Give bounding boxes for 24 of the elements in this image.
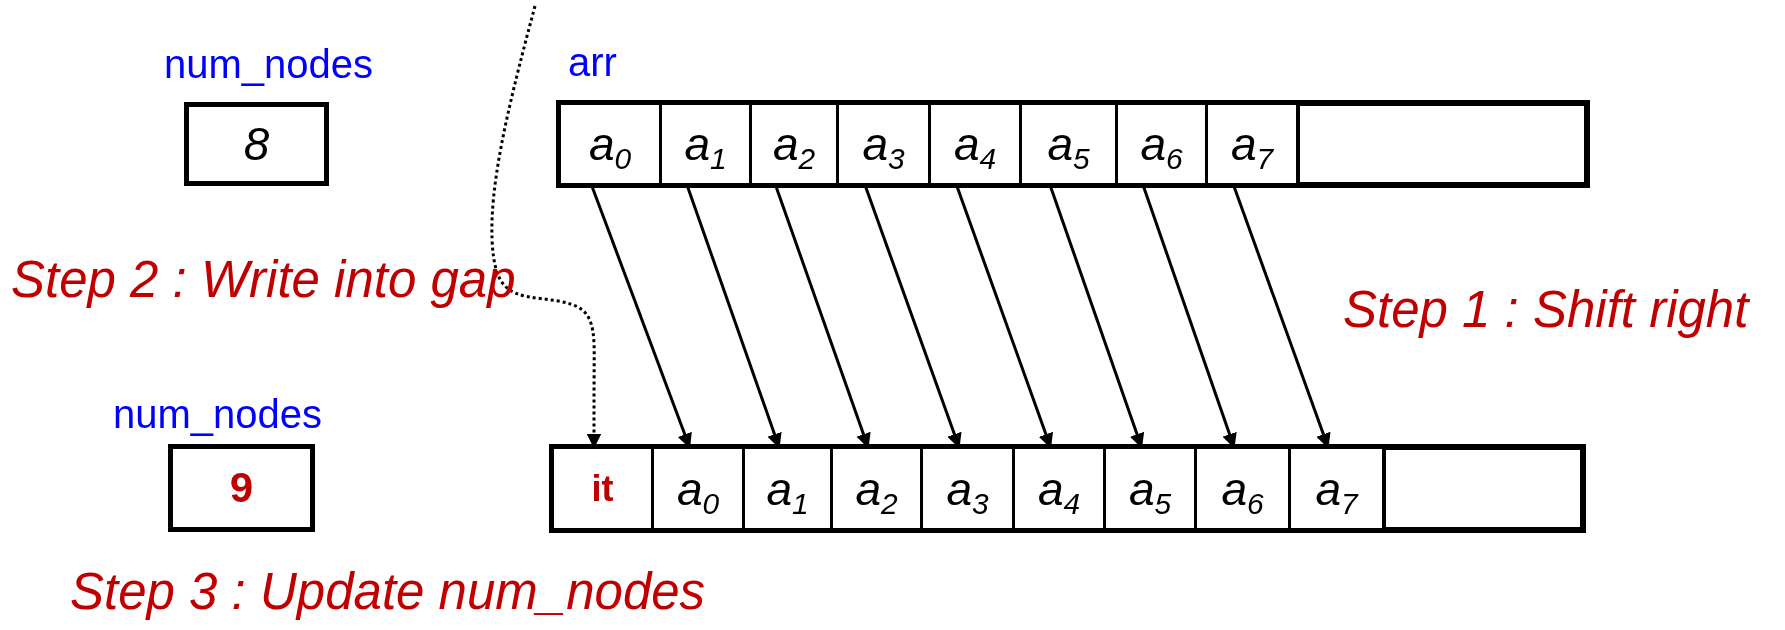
element-name: a$_{0}$ — [675, 465, 721, 512]
value-text: 8 — [242, 121, 271, 167]
element-name: a$_{2}$ — [771, 121, 817, 167]
element-name: a$_{1}$ — [683, 121, 728, 167]
element-name: a$_{1}$ — [765, 465, 810, 512]
inserted-item: it — [590, 470, 615, 507]
variable-name: num_nodes — [113, 394, 323, 434]
element-name: a$_{5}$ — [1127, 465, 1173, 512]
element-name: a$_{4}$ — [1036, 465, 1082, 512]
element-name: a$_{3}$ — [861, 121, 906, 167]
element-name: a$_{0}$ — [587, 121, 633, 167]
element-name: a$_{7}$ — [1314, 465, 1360, 512]
element-name: a$_{6}$ — [1139, 121, 1184, 167]
empty-array-cell — [1385, 449, 1581, 528]
element-name: a$_{2}$ — [854, 465, 899, 512]
element-name: a$_{4}$ — [952, 121, 998, 167]
empty-array-cell — [1299, 105, 1585, 183]
value-text: 9 — [228, 467, 255, 509]
element-name: a$_{6}$ — [1220, 465, 1265, 512]
element-name: a$_{7}$ — [1229, 121, 1275, 167]
variable-name: num_nodes — [164, 44, 374, 84]
element-name: a$_{3}$ — [945, 465, 990, 512]
element-name: a$_{5}$ — [1046, 121, 1091, 167]
array-name: arr — [568, 42, 617, 82]
